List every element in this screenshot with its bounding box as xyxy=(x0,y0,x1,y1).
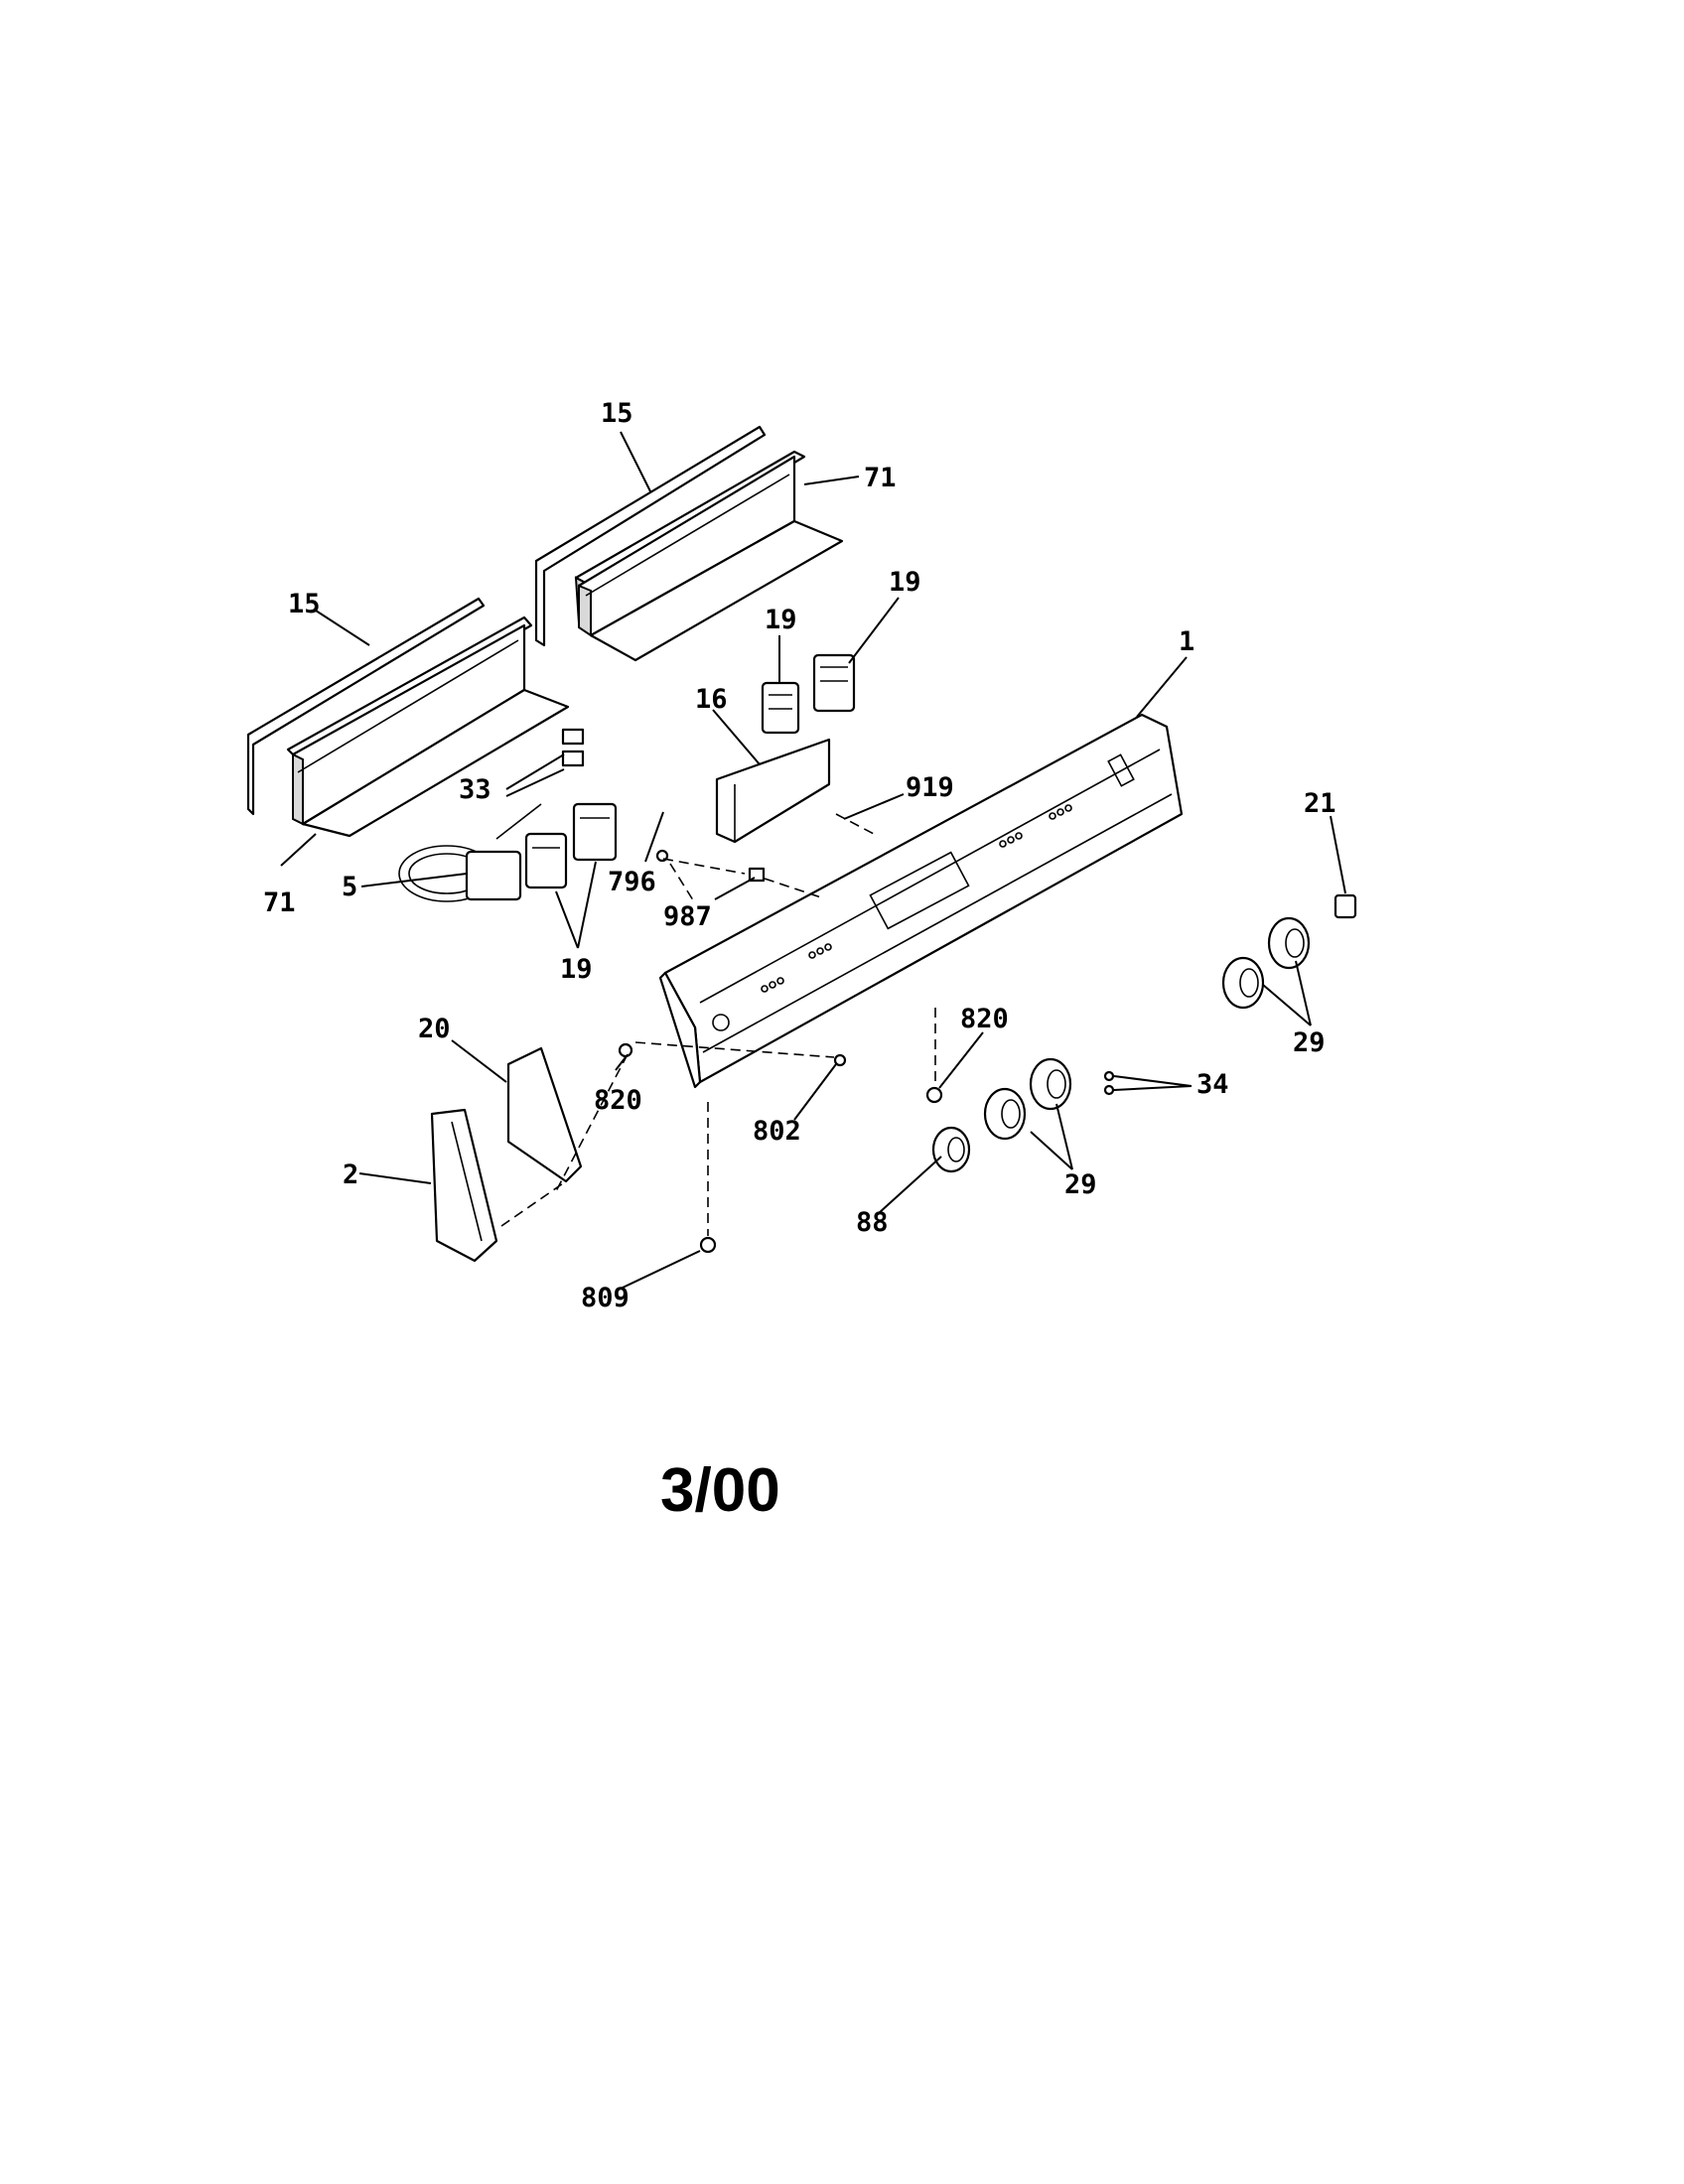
callout-820-right: 820 xyxy=(960,1004,1009,1034)
infinite-switch-upper-right xyxy=(812,653,856,713)
callout-5: 5 xyxy=(342,872,357,902)
infinite-switch-upper-left xyxy=(761,681,800,735)
assembly-lines xyxy=(500,813,936,1236)
backguard-panel xyxy=(658,713,1184,1089)
leader-lines xyxy=(280,431,1346,1290)
callout-21: 21 xyxy=(1304,788,1336,819)
callout-71-upper: 71 xyxy=(864,463,897,493)
callout-29-right: 29 xyxy=(1293,1027,1326,1058)
callout-33: 33 xyxy=(459,774,491,805)
control-knobs xyxy=(931,893,1357,1173)
callout-71-lower: 71 xyxy=(263,887,296,918)
callouts: 15 71 19 15 19 16 1 33 919 21 796 71 5 9… xyxy=(263,398,1336,1313)
indicator-switches xyxy=(561,728,585,767)
callout-19-lower: 19 xyxy=(560,954,593,985)
callout-2: 2 xyxy=(343,1160,358,1190)
callout-16: 16 xyxy=(695,684,728,715)
callout-809: 809 xyxy=(581,1283,630,1313)
callout-34: 34 xyxy=(1196,1069,1229,1100)
callout-15-lower: 15 xyxy=(288,589,321,619)
switch-bracket xyxy=(715,738,831,844)
callout-19-upper-right: 19 xyxy=(889,567,921,598)
callout-802: 802 xyxy=(753,1116,801,1147)
callout-20: 20 xyxy=(418,1014,451,1044)
callout-796: 796 xyxy=(608,867,656,897)
callout-29-center: 29 xyxy=(1064,1169,1097,1200)
callout-987: 987 xyxy=(663,901,712,932)
clock-timer-assembly xyxy=(398,803,542,902)
infinite-switch-lower-left xyxy=(524,832,568,889)
infinite-switch-lower-right xyxy=(572,802,618,862)
callout-15-upper: 15 xyxy=(601,398,633,429)
revision-date: 3/00 xyxy=(660,1456,780,1525)
control-channel-upper xyxy=(577,455,844,662)
callout-88: 88 xyxy=(856,1207,889,1238)
callout-1: 1 xyxy=(1179,626,1194,657)
control-channel-lower xyxy=(291,623,570,838)
end-trim xyxy=(430,1108,498,1263)
callout-820-left: 820 xyxy=(594,1085,642,1116)
side-bracket xyxy=(506,1046,583,1183)
callout-19-upper-left: 19 xyxy=(765,605,797,635)
callout-919: 919 xyxy=(906,772,954,803)
